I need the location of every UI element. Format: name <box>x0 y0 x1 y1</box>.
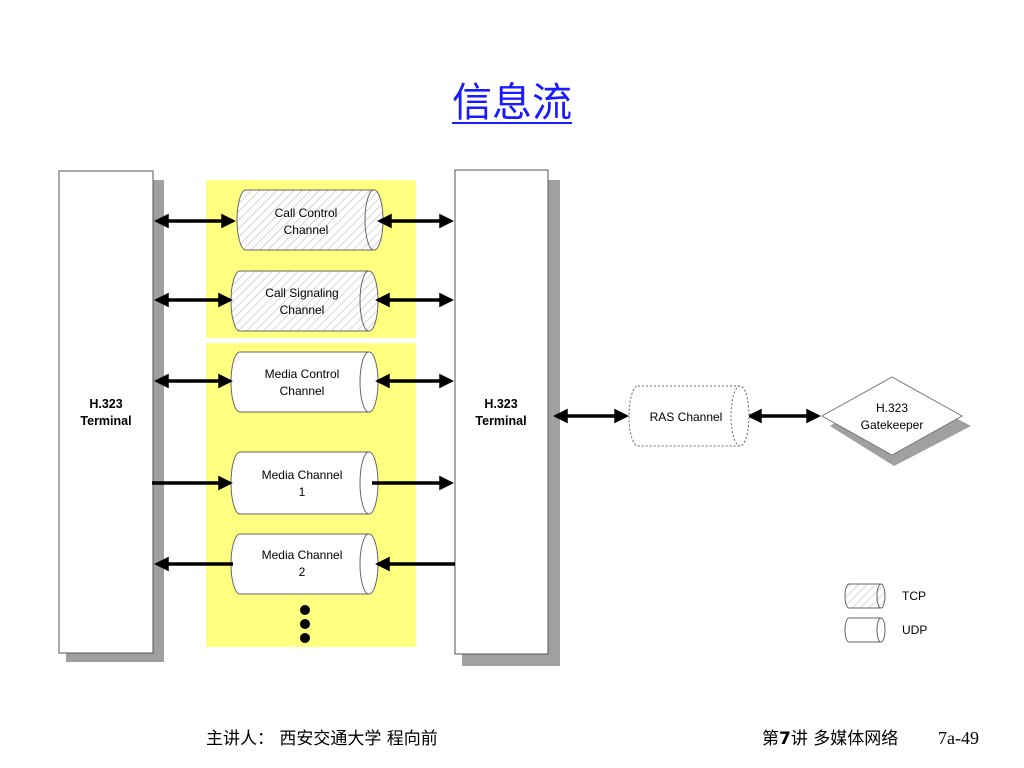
footer-presenter: 主讲人： 西安交通大学 程向前 <box>206 729 438 749</box>
left-terminal-label-1: H.323 <box>89 397 122 411</box>
right-terminal-label-2: Terminal <box>475 414 526 428</box>
ras-channel: RAS Channel <box>628 385 750 447</box>
footer-page-number: 7a-49 <box>938 728 979 748</box>
legend-tcp-swatch <box>844 583 886 609</box>
media-channel-1-label-1: Media Channel <box>262 468 343 482</box>
right-terminal: H.323 Terminal <box>454 169 560 666</box>
legend: TCP UDP <box>844 583 927 643</box>
media-channel-1-label-2: 1 <box>299 485 306 499</box>
legend-tcp-label: TCP <box>902 589 926 603</box>
gatekeeper: H.323 Gatekeeper <box>820 376 971 466</box>
left-terminal-label-2: Terminal <box>80 414 131 428</box>
footer-lecture-number: 7 <box>779 729 791 749</box>
call-control-label-1: Call Control <box>275 206 338 220</box>
legend-udp-swatch <box>844 617 886 643</box>
call-control-label-2: Channel <box>284 223 329 237</box>
gatekeeper-label-1: H.323 <box>876 401 908 415</box>
media-control-label-1: Media Control <box>265 367 340 381</box>
media-control-label-2: Channel <box>280 384 325 398</box>
ras-channel-label: RAS Channel <box>650 410 723 424</box>
media-channel-2-label-1: Media Channel <box>262 548 343 562</box>
legend-udp-label: UDP <box>902 623 927 637</box>
call-signaling-label-1: Call Signaling <box>265 286 338 300</box>
gatekeeper-label-2: Gatekeeper <box>861 418 924 432</box>
call-signaling-label-2: Channel <box>280 303 325 317</box>
footer-lecture-suffix: 讲 多媒体网络 <box>790 729 899 749</box>
left-terminal: H.323 Terminal <box>58 170 164 662</box>
page-title: 信息流 <box>452 80 572 126</box>
right-terminal-label-1: H.323 <box>484 397 517 411</box>
media-channel-1: Media Channel 1 <box>230 451 379 515</box>
media-control-channel: Media Control Channel <box>230 351 379 413</box>
media-channel-2: Media Channel 2 <box>230 533 379 595</box>
call-control-channel: Call Control Channel <box>236 189 384 251</box>
call-signaling-channel: Call Signaling Channel <box>230 270 379 332</box>
media-channel-2-label-2: 2 <box>299 565 306 579</box>
footer-lecture: 第7讲 多媒体网络 <box>762 724 898 749</box>
footer-lecture-prefix: 第 <box>762 729 779 749</box>
more-channels-ellipsis <box>300 605 310 643</box>
